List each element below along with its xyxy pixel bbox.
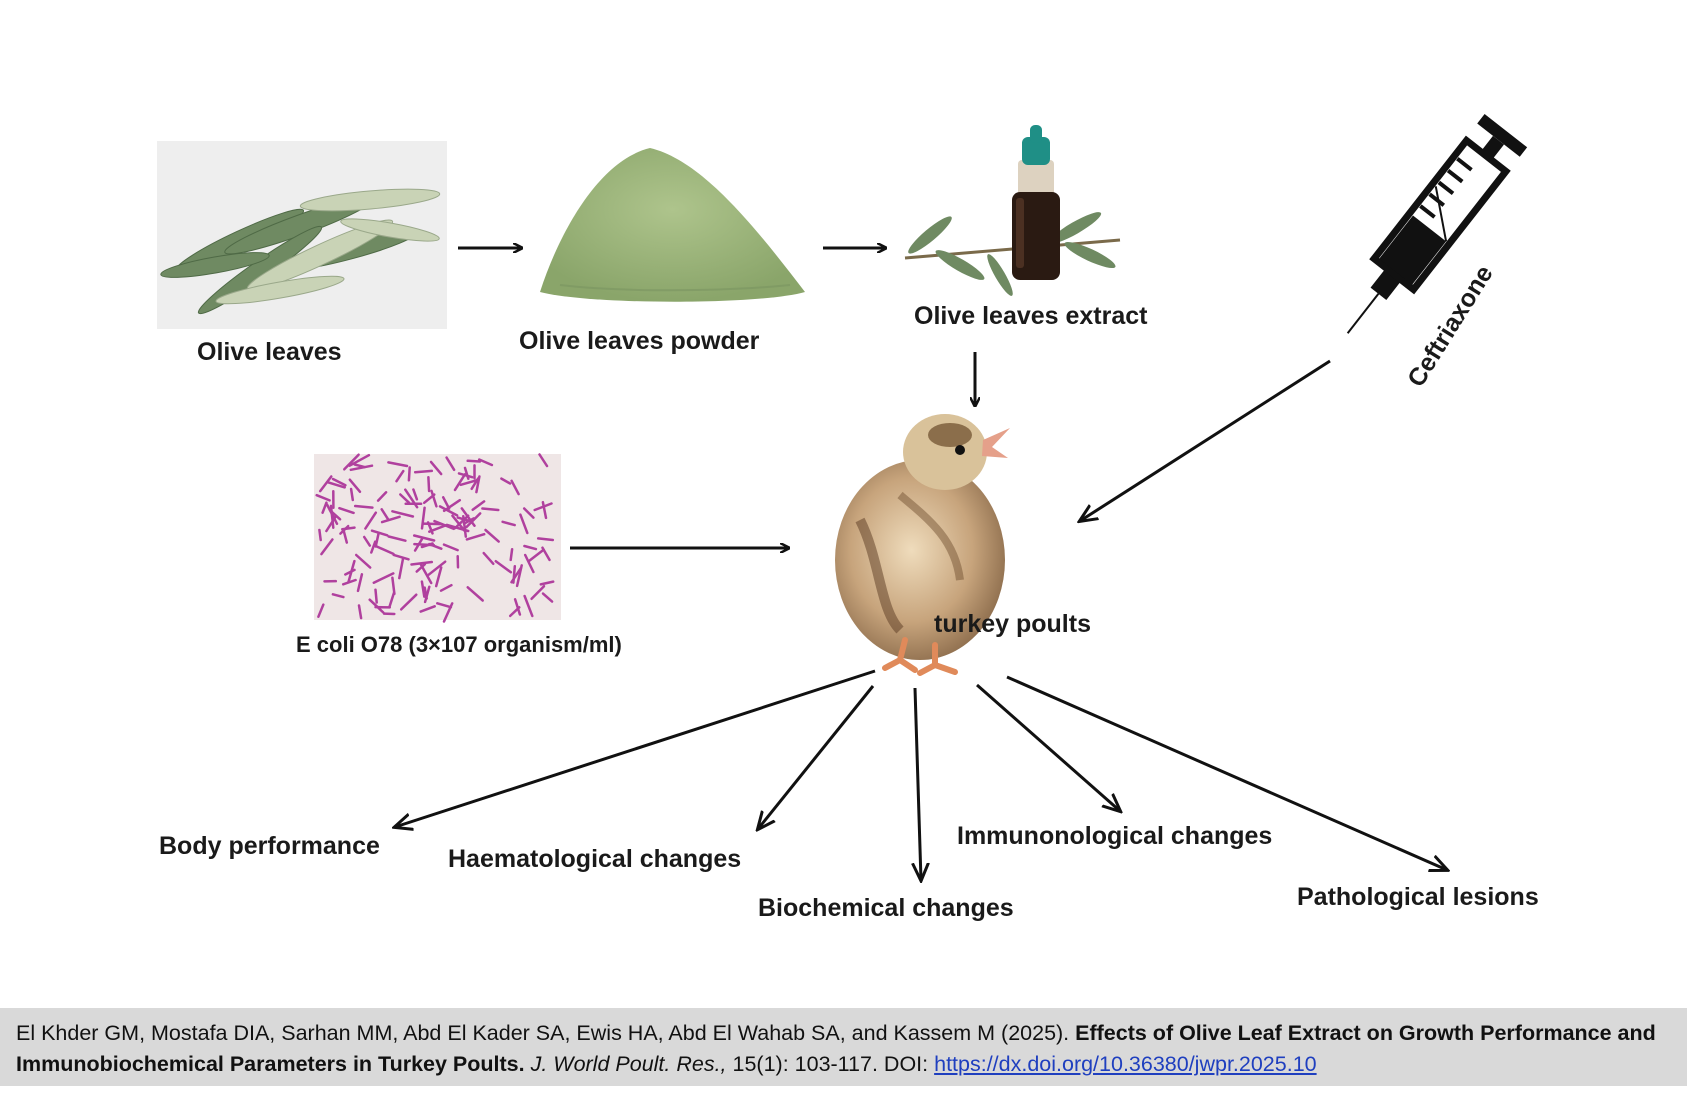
citation-bar: El Khder GM, Mostafa DIA, Sarhan MM, Abd… bbox=[0, 1008, 1687, 1086]
ecoli-micrograph bbox=[314, 454, 561, 622]
arrow-ceftriaxone-to-poults bbox=[1080, 361, 1330, 521]
citation-journal: J. World Poult. Res., bbox=[531, 1052, 727, 1076]
citation-doi-link[interactable]: https://dx.doi.org/10.36380/jwpr.2025.10 bbox=[934, 1052, 1317, 1076]
bacterium bbox=[415, 471, 432, 472]
label-biochemical: Biochemical changes bbox=[758, 894, 1014, 923]
olive-powder-image bbox=[540, 148, 805, 302]
bacterium bbox=[482, 509, 498, 511]
olive-extract-image bbox=[905, 125, 1120, 298]
arrow-to-haematological bbox=[758, 686, 873, 829]
label-pathological: Pathological lesions bbox=[1297, 883, 1539, 912]
label-ecoli: E coli O78 (3×107 organism/ml) bbox=[296, 632, 622, 658]
bacterium bbox=[351, 489, 353, 500]
label-body-performance: Body performance bbox=[159, 832, 380, 861]
bacterium bbox=[538, 538, 553, 540]
bacterium bbox=[414, 544, 433, 545]
label-olive-leaves: Olive leaves bbox=[197, 338, 342, 367]
syringe-image bbox=[1326, 114, 1527, 350]
label-olive-powder: Olive leaves powder bbox=[519, 327, 759, 356]
label-haematological: Haematological changes bbox=[448, 845, 741, 874]
arrow-to-biochemical bbox=[915, 688, 921, 880]
arrow-to-immunological bbox=[977, 685, 1120, 811]
olive-leaves-image bbox=[157, 141, 447, 329]
citation-volume: 15(1): 103-117. bbox=[733, 1052, 878, 1076]
label-olive-extract: Olive leaves extract bbox=[914, 302, 1148, 331]
bacterium bbox=[376, 590, 377, 603]
citation-authors: El Khder GM, Mostafa DIA, Sarhan MM, Abd… bbox=[16, 1021, 1069, 1045]
bacterium bbox=[511, 549, 512, 560]
bacterium bbox=[355, 506, 372, 508]
bacterium bbox=[409, 468, 410, 481]
arrow-to-body-performance bbox=[395, 671, 875, 827]
bacterium bbox=[428, 477, 429, 491]
label-turkey-poults: turkey poults bbox=[934, 610, 1091, 639]
bacterium bbox=[319, 530, 320, 540]
label-immunological: Immunonological changes bbox=[957, 822, 1272, 851]
citation-doi-label: DOI: bbox=[884, 1052, 928, 1076]
bacterium bbox=[468, 461, 480, 462]
